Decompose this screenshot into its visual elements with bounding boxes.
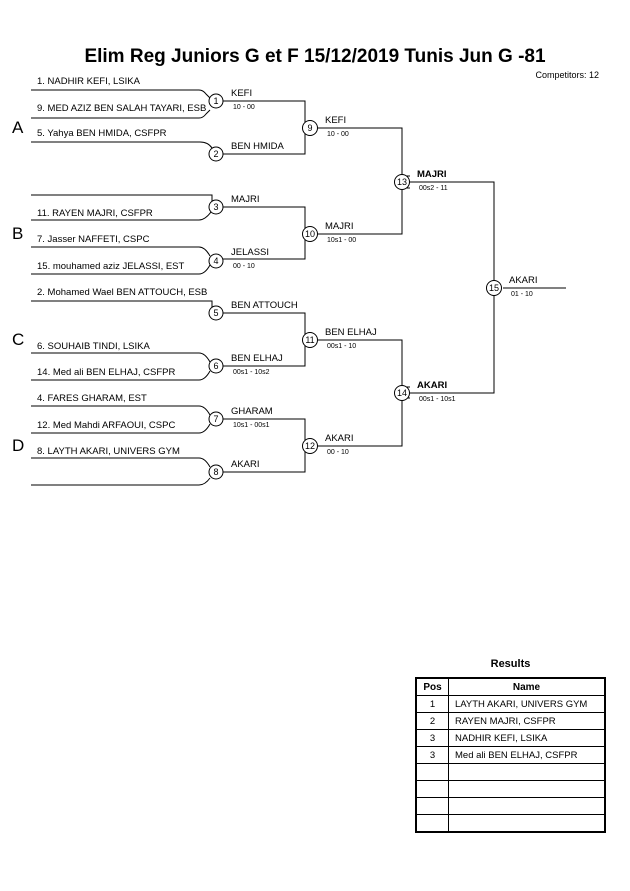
result-name xyxy=(448,814,606,833)
entrant-4: 4. FARES GHARAM, EST xyxy=(37,393,147,404)
pool-label-d: D xyxy=(12,436,25,455)
match-6-score: 00s1 - 10s2 xyxy=(233,369,270,376)
result-name xyxy=(448,780,606,798)
result-pos xyxy=(415,797,449,815)
match-number-9: 9 xyxy=(307,123,312,133)
match-12-score: 00 - 10 xyxy=(327,449,349,456)
results-header-pos: Pos xyxy=(415,677,449,696)
match-7-score: 10s1 - 00s1 xyxy=(233,422,270,429)
match-number-2: 2 xyxy=(213,149,218,159)
results-header-name: Name xyxy=(448,677,606,696)
result-name: RAYEN MAJRI, CSFPR xyxy=(448,712,606,730)
entrant-11: 11. RAYEN MAJRI, CSFPR xyxy=(37,208,153,219)
match-number-14: 14 xyxy=(397,388,407,398)
result-name xyxy=(448,763,606,781)
match-1-winner: KEFI xyxy=(231,88,253,99)
match-number-5: 5 xyxy=(213,308,218,318)
match-7-winner: GHARAM xyxy=(231,406,273,417)
match-9-winner: KEFI xyxy=(325,115,347,126)
match-15-winner: AKARI xyxy=(509,275,538,286)
entrant-6: 6. SOUHAIB TINDI, LSIKA xyxy=(37,341,150,352)
pool-label-c: C xyxy=(12,330,25,349)
match-10-winner: MAJRI xyxy=(325,221,354,232)
result-name xyxy=(448,797,606,815)
entrant-12: 12. Med Mahdi ARFAOUI, CSPC xyxy=(37,420,176,431)
match-number-15: 15 xyxy=(489,283,499,293)
match-12-winner: AKARI xyxy=(325,433,354,444)
result-pos: 3 xyxy=(415,729,449,747)
match-number-12: 12 xyxy=(305,441,315,451)
table-row xyxy=(415,797,606,815)
entrant-15: 15. mouhamed aziz JELASSI, EST xyxy=(37,261,185,272)
entrant-1: 1. NADHIR KEFI, LSIKA xyxy=(37,76,140,87)
pool-label-a: A xyxy=(12,118,24,137)
match-11-score: 00s1 - 10 xyxy=(327,343,357,350)
match-15-score: 01 - 10 xyxy=(511,291,533,298)
match-3-winner: MAJRI xyxy=(231,194,260,205)
pool-label-b: B xyxy=(12,224,24,243)
result-name: NADHIR KEFI, LSIKA xyxy=(448,729,606,747)
entrant-5: 5. Yahya BEN HMIDA, CSFPR xyxy=(37,128,167,139)
match-13-winner: MAJRI xyxy=(417,169,447,180)
result-pos: 2 xyxy=(415,712,449,730)
match-number-13: 13 xyxy=(397,177,407,187)
entrant-8: 8. LAYTH AKARI, UNIVERS GYM xyxy=(37,446,180,457)
match-14-winner: AKARI xyxy=(417,380,448,391)
result-pos xyxy=(415,763,449,781)
match-11-winner: BEN ELHAJ xyxy=(325,327,377,338)
match-10-score: 10s1 - 00 xyxy=(327,237,357,244)
match-4-score: 00 - 10 xyxy=(233,263,255,270)
table-row xyxy=(415,814,606,833)
page-title: Elim Reg Juniors G et F 15/12/2019 Tunis… xyxy=(84,46,546,67)
match-number-4: 4 xyxy=(213,256,218,266)
entrant-9: 9. MED AZIZ BEN SALAH TAYARI, ESB xyxy=(37,103,207,114)
table-row xyxy=(415,780,606,798)
match-number-3: 3 xyxy=(213,202,218,212)
match-1-score: 10 - 00 xyxy=(233,104,255,111)
match-number-10: 10 xyxy=(305,229,315,239)
table-row xyxy=(415,763,606,781)
result-name: LAYTH AKARI, UNIVERS GYM xyxy=(448,695,606,713)
results-title: Results xyxy=(490,658,531,670)
entrant-14: 14. Med ali BEN ELHAJ, CSFPR xyxy=(37,367,176,378)
competitor-count: Competitors: 12 xyxy=(535,70,599,80)
entrant-7: 7. Jasser NAFFETI, CSPC xyxy=(37,234,150,245)
match-4-winner: JELASSI xyxy=(231,247,270,258)
result-pos: 1 xyxy=(415,695,449,713)
result-pos xyxy=(415,780,449,798)
entrant-2: 2. Mohamed Wael BEN ATTOUCH, ESB xyxy=(37,287,208,298)
match-8-winner: AKARI xyxy=(231,459,260,470)
match-6-winner: BEN ELHAJ xyxy=(231,353,283,364)
match-5-winner: BEN ATTOUCH xyxy=(231,300,298,311)
match-number-6: 6 xyxy=(213,361,218,371)
match-2-winner: BEN HMIDA xyxy=(231,141,284,152)
match-9-score: 10 - 00 xyxy=(327,131,349,138)
match-14-score: 00s1 - 10s1 xyxy=(419,396,456,403)
match-number-7: 7 xyxy=(213,414,218,424)
result-pos: 3 xyxy=(415,746,449,764)
match-number-1: 1 xyxy=(213,96,218,106)
result-name: Med ali BEN ELHAJ, CSFPR xyxy=(448,746,606,764)
match-number-11: 11 xyxy=(305,335,314,345)
match-13-score: 00s2 - 11 xyxy=(419,185,448,192)
result-pos xyxy=(415,814,449,833)
match-number-8: 8 xyxy=(213,467,218,477)
